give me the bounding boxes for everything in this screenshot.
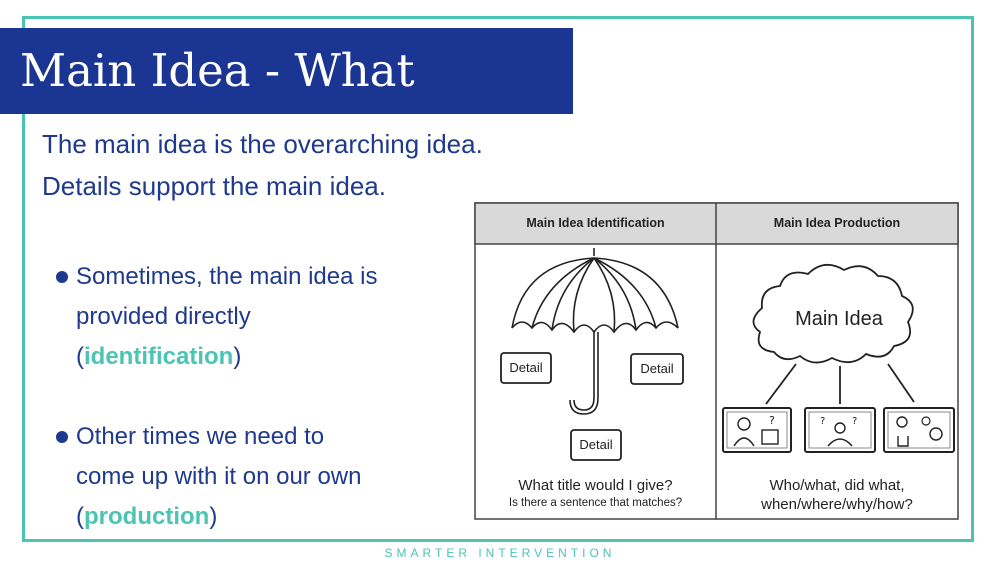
production-header: Main Idea Production — [773, 216, 901, 230]
intro-line-1: The main idea is the overarching idea. — [42, 129, 483, 159]
identification-highlight: identification — [84, 343, 234, 370]
identification-caption-2: Is there a sentence that matches? — [508, 497, 683, 509]
identification-header: Main Idea Identification — [526, 216, 665, 230]
detail-box-3 — [570, 429, 622, 461]
svg-text:?: ? — [820, 416, 825, 427]
paren-open: ( — [76, 343, 84, 370]
detail-label-1: Detail — [509, 360, 543, 375]
detail-label-2: Detail — [640, 361, 674, 376]
production-caption-1: Who/what, did what, — [769, 477, 905, 494]
bullet1-line1: Sometimes, the main idea is — [76, 263, 378, 290]
bullet2-line1: Other times we need to — [76, 423, 325, 450]
intro-line-2: Details support the main idea. — [42, 171, 386, 201]
slide-title: Main Idea - What — [20, 44, 415, 97]
svg-text:?: ? — [852, 416, 857, 427]
bullet1-line2: provided directly — [76, 303, 251, 330]
bullet2-line2: come up with it on our own — [76, 463, 362, 490]
paren-close: ) — [233, 343, 242, 370]
production-caption-2: when/where/why/how? — [761, 496, 913, 513]
cloud-icon — [752, 264, 914, 364]
bullet-dot-2 — [56, 431, 68, 443]
identification-caption-1: What title would I give? — [518, 477, 673, 494]
slide-frame — [22, 16, 974, 542]
umbrella-icon — [511, 248, 679, 415]
bullet-dot-1 — [56, 271, 68, 283]
lightbulb-gears-icon — [883, 407, 955, 453]
person-question-icon: ? — [722, 407, 792, 453]
production-highlight: production — [84, 503, 210, 530]
people-question-icon: ? ? — [804, 407, 876, 453]
footer-brand: SMARTER INTERVENTION — [384, 546, 616, 560]
detail-label-3: Detail — [579, 437, 613, 452]
svg-text:?: ? — [769, 414, 775, 427]
detail-box-1 — [500, 352, 552, 384]
paren-close: ) — [209, 503, 218, 530]
main-idea-figure: ? ? ? Main Idea Identification Main Idea… — [474, 202, 959, 520]
detail-box-2 — [630, 353, 684, 385]
bullet1-line3: (identification) — [76, 337, 241, 377]
title-bar — [0, 28, 573, 114]
paren-open: ( — [76, 503, 84, 530]
figure-drawing: ? ? ? — [474, 202, 959, 520]
bullet2-line3: (production) — [76, 497, 217, 537]
cloud-label: Main Idea — [795, 308, 883, 330]
